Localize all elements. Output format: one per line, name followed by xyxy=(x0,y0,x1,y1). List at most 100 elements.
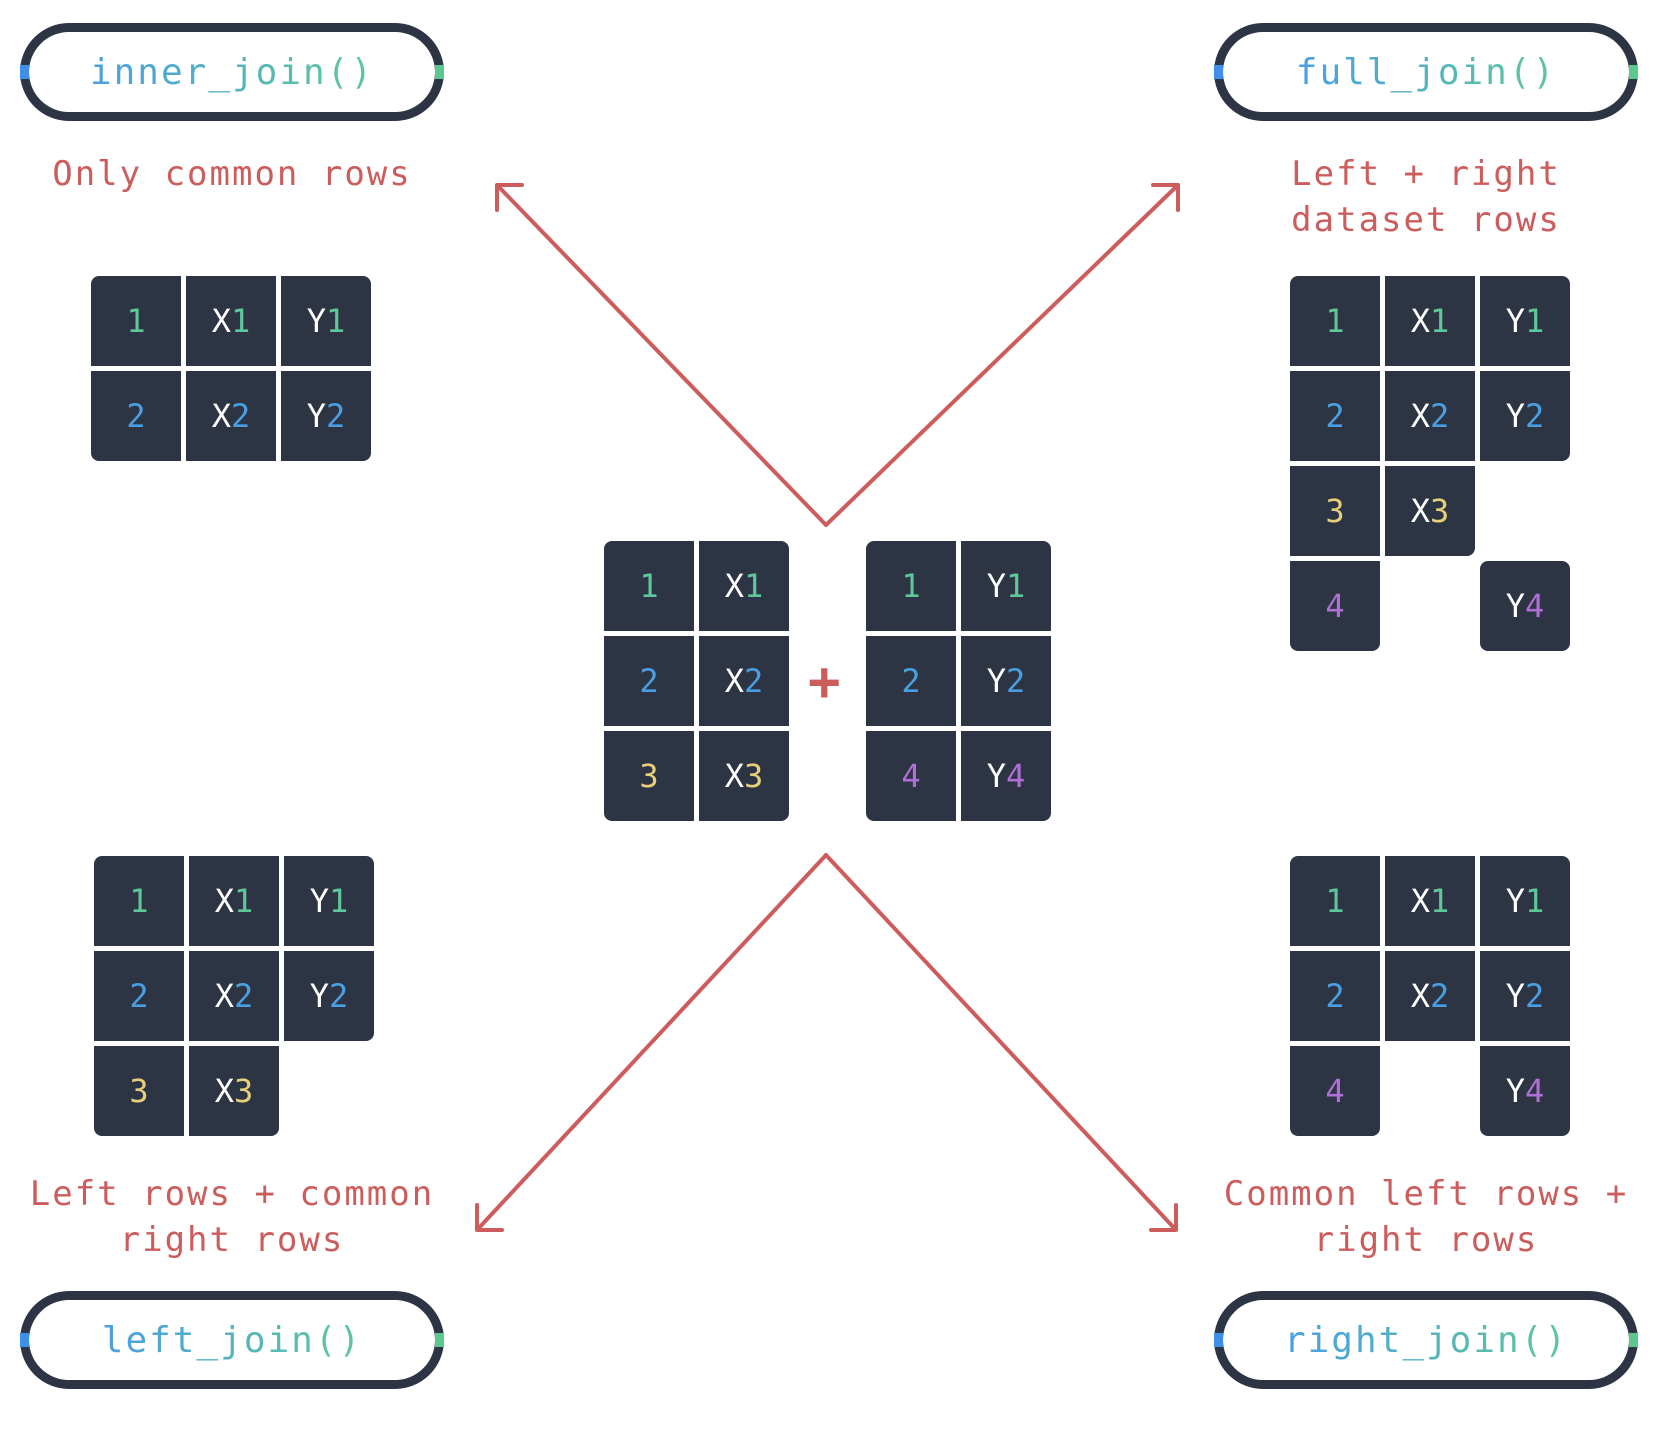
full-join-pill: full_join() xyxy=(1214,23,1638,121)
cell-key: 4 xyxy=(1325,587,1345,625)
table-cell: 1 xyxy=(91,276,181,366)
cell-prefix: Y xyxy=(306,397,326,435)
cell-prefix: X xyxy=(724,757,744,795)
cell-key: 2 xyxy=(329,977,349,1015)
cell-key: 2 xyxy=(1525,397,1545,435)
cell-prefix: X xyxy=(1410,302,1430,340)
arrow-to-full-join xyxy=(824,183,1180,527)
cell-key: 2 xyxy=(234,977,254,1015)
cell-prefix: X xyxy=(724,567,744,605)
right-join-label: right_join() xyxy=(1283,1319,1569,1361)
cell-prefix: Y xyxy=(309,882,329,920)
cell-key: 4 xyxy=(1006,757,1026,795)
table-cell: 4 xyxy=(866,731,956,821)
table-cell: 2 xyxy=(1290,951,1380,1041)
left-port-marker xyxy=(1214,65,1223,79)
cell-key: 3 xyxy=(1430,492,1450,530)
left-join-pill: left_join() xyxy=(20,1291,444,1389)
table-cell: 1 xyxy=(1290,856,1380,946)
cell-key: 4 xyxy=(1325,1072,1345,1110)
cell-prefix: Y xyxy=(309,977,329,1015)
cell-key: 4 xyxy=(901,757,921,795)
cell-key: 2 xyxy=(129,977,149,1015)
table-cell: 2 xyxy=(866,636,956,726)
left-join-caption: Left rows + common right rows xyxy=(29,1174,435,1260)
plus-sign: + xyxy=(808,650,841,713)
cell-key: 1 xyxy=(1430,302,1450,340)
right-port-marker xyxy=(435,65,444,79)
cell-prefix: X xyxy=(211,302,231,340)
cell-key: 3 xyxy=(1325,492,1345,530)
cell-key: 1 xyxy=(1325,302,1345,340)
cell-key: 2 xyxy=(639,662,659,700)
inner-join-pill: inner_join() xyxy=(20,23,444,121)
cell-key: 1 xyxy=(1525,302,1545,340)
cell-prefix: X xyxy=(1410,492,1430,530)
left-port-marker xyxy=(20,65,29,79)
cell-prefix: X xyxy=(1410,397,1430,435)
cell-prefix: X xyxy=(214,977,234,1015)
table-cell: 2 xyxy=(94,951,184,1041)
cell-key: 1 xyxy=(901,567,921,605)
table-cell: 1 xyxy=(866,541,956,631)
cell-prefix: Y xyxy=(1505,397,1525,435)
arrow-to-inner-join xyxy=(495,183,828,527)
cell-prefix: X xyxy=(214,882,234,920)
table-cell: 4 xyxy=(1290,561,1380,651)
cell-key: 1 xyxy=(234,882,254,920)
table-cell: 1 xyxy=(94,856,184,946)
cell-key: 2 xyxy=(1430,397,1450,435)
cell-key: 1 xyxy=(1006,567,1026,605)
cell-key: 2 xyxy=(231,397,251,435)
cell-prefix: Y xyxy=(986,567,1006,605)
cell-key: 2 xyxy=(1325,977,1345,1015)
cell-prefix: Y xyxy=(1505,587,1525,625)
cell-prefix: X xyxy=(1410,882,1430,920)
table-cell: 2 xyxy=(604,636,694,726)
cell-key: 3 xyxy=(639,757,659,795)
cell-key: 1 xyxy=(1430,882,1450,920)
cell-key: 1 xyxy=(744,567,764,605)
full-join-label: full_join() xyxy=(1295,51,1557,93)
cell-key: 4 xyxy=(1525,1072,1545,1110)
cell-key: 2 xyxy=(1430,977,1450,1015)
cell-key: 1 xyxy=(129,882,149,920)
table-cell: 3 xyxy=(94,1046,184,1136)
cell-key: 1 xyxy=(231,302,251,340)
cell-key: 2 xyxy=(126,397,146,435)
cell-key: 1 xyxy=(639,567,659,605)
arrow-to-left-join xyxy=(475,853,828,1232)
right-port-marker xyxy=(1629,65,1638,79)
right-port-marker xyxy=(435,1333,444,1347)
left-port-marker xyxy=(1214,1333,1223,1347)
cell-key: 3 xyxy=(744,757,764,795)
table-cell: 4 xyxy=(1290,1046,1380,1136)
cell-key: 2 xyxy=(1006,662,1026,700)
cell-key: 1 xyxy=(1525,882,1545,920)
cell-key: 3 xyxy=(234,1072,254,1110)
table-cell: 3 xyxy=(604,731,694,821)
cell-prefix: Y xyxy=(1505,882,1525,920)
